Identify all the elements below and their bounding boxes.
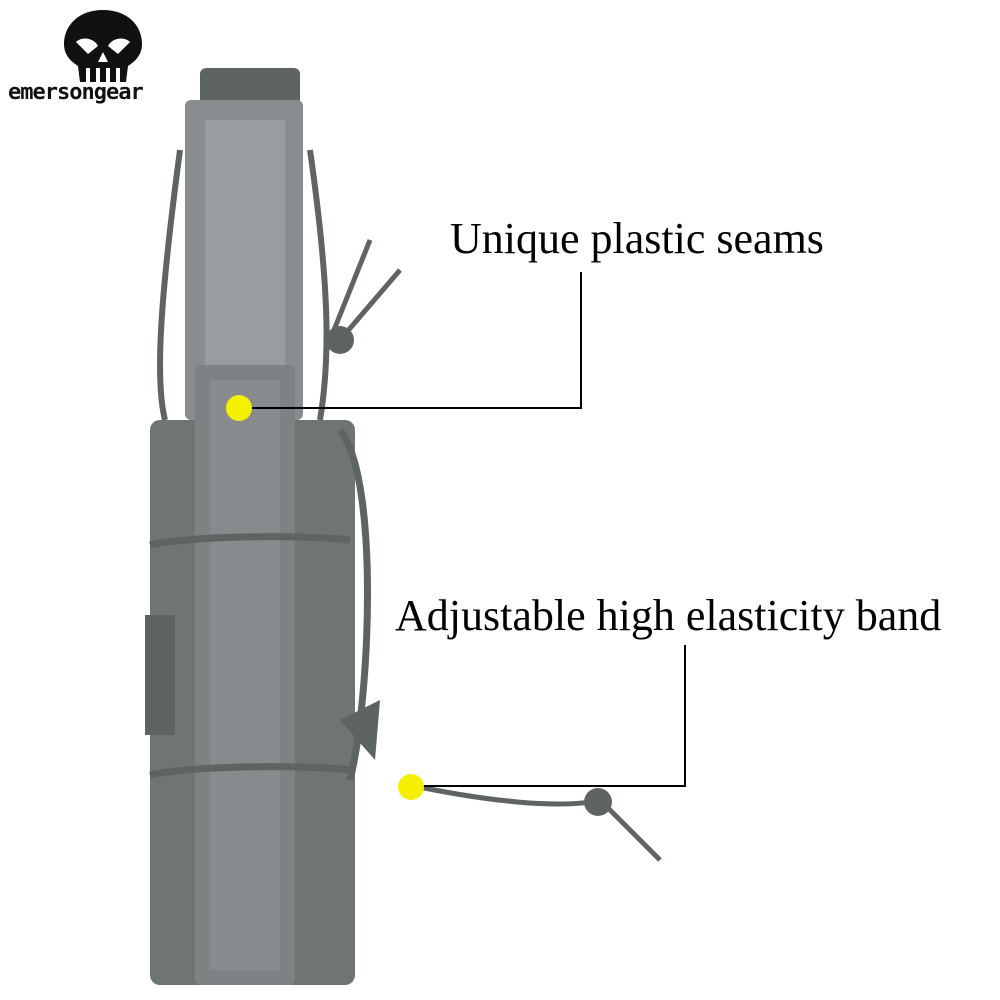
- callout-label-plastic-seams: Unique plastic seams: [450, 214, 824, 263]
- pull-tab: [200, 68, 300, 108]
- callout-line-horizontal: [245, 407, 582, 409]
- brand-logo-text: emersongear: [8, 80, 144, 105]
- callout-line-horizontal: [415, 785, 686, 787]
- skull-icon: [64, 10, 142, 82]
- callout-line-vertical: [684, 645, 686, 787]
- callout-label-elastic-band: Adjustable high elasticity band: [395, 591, 942, 640]
- callout-line-vertical: [580, 272, 582, 409]
- callout-marker-dot: [398, 774, 424, 800]
- callout-marker-dot: [226, 395, 252, 421]
